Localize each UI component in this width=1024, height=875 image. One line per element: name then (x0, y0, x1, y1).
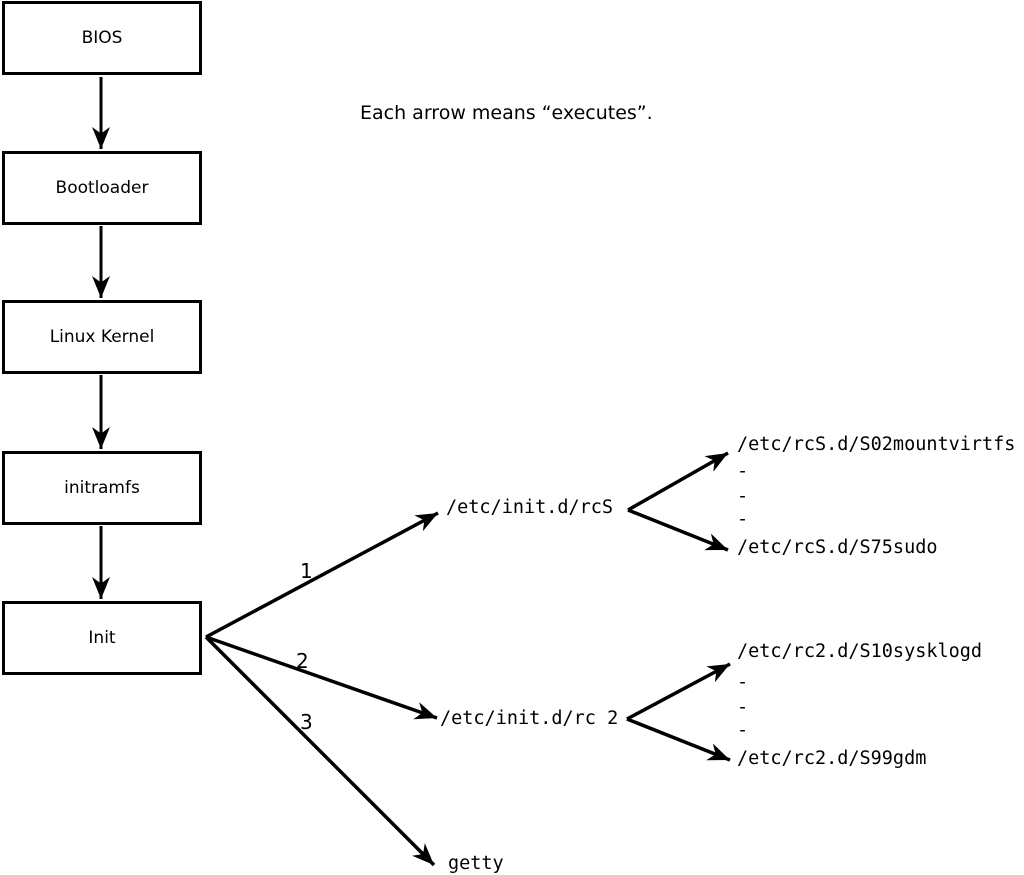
box-initramfs-label: initramfs (64, 478, 140, 498)
caption-arrow-meaning: Each arrow means “executes”. (360, 102, 653, 124)
label-etc-init-d-rcs: /etc/init.d/rcS (446, 497, 614, 518)
box-init-label: Init (88, 628, 116, 648)
box-linux-kernel-label: Linux Kernel (49, 327, 155, 347)
label-rcs-child-s75sudo: /etc/rcS.d/S75sudo (737, 537, 938, 558)
label-rcs-ellipsis-dash-1: - (737, 461, 749, 482)
label-rc2-child-s10sysklogd: /etc/rc2.d/S10sysklogd (737, 641, 983, 662)
box-bootloader-label: Bootloader (55, 178, 149, 198)
box-bios-label: BIOS (81, 28, 123, 48)
label-rcs-ellipsis-dash-3: - (737, 509, 749, 530)
arrow-rcs-to-s02mountvirtfs (627, 451, 729, 512)
branch-number-2: 2 (296, 649, 309, 673)
arrow-rcs-to-s75sudo (627, 508, 729, 552)
arrow-rc2-to-s10sysklogd (626, 662, 731, 721)
arrow-rc2-to-s99gdm (626, 717, 731, 762)
label-rcs-child-s02mountvirtfs: /etc/rcS.d/S02mountvirtfs (737, 434, 1016, 455)
arrow-init-to-rcs (205, 511, 439, 639)
branch-number-3: 3 (300, 710, 313, 734)
label-rc2-child-s99gdm: /etc/rc2.d/S99gdm (737, 748, 927, 769)
label-etc-init-d-rc2: /etc/init.d/rc 2 (440, 708, 619, 729)
branch-number-1: 1 (300, 559, 313, 583)
label-rc2-ellipsis-dash-1: - (737, 672, 749, 693)
label-getty: getty (448, 853, 504, 874)
arrow-init-to-getty (204, 635, 436, 867)
label-rc2-ellipsis-dash-2: - (737, 697, 749, 718)
arrow-init-to-rc2 (205, 635, 438, 720)
box-bootloader: Bootloader (2, 151, 202, 225)
box-init: Init (2, 601, 202, 675)
label-rc2-ellipsis-dash-3: - (737, 720, 749, 741)
box-linux-kernel: Linux Kernel (2, 300, 202, 374)
box-initramfs: initramfs (2, 451, 202, 525)
label-rcs-ellipsis-dash-2: - (737, 486, 749, 507)
box-bios: BIOS (2, 1, 202, 75)
